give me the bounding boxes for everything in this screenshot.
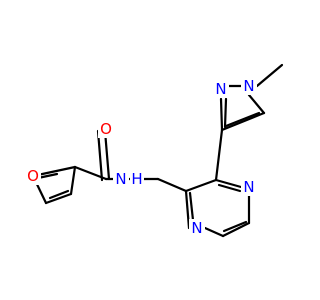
molecule-structure: O O N H N N N N: [25, 63, 284, 238]
furan-bond: [44, 192, 73, 205]
furan-bond: [48, 189, 70, 200]
pyrazole-bond: [224, 111, 261, 128]
furan-bond: [69, 165, 77, 196]
atom-h-amide: H: [130, 170, 144, 188]
pyrazine-bond: [221, 221, 251, 238]
link-bond: [214, 128, 224, 182]
atom-label-layer: O O N H N N N N: [25, 77, 257, 237]
atom-o-furan: O: [25, 167, 41, 185]
atom-label-h-amide: H: [131, 170, 142, 188]
atom-label-n-amide: N: [115, 170, 126, 188]
atom-label-o-carbonyl: O: [100, 120, 112, 138]
pyrazine-bond: [214, 178, 243, 189]
methyl-bond: [255, 63, 284, 88]
atom-label-n-pyrazole-2: N: [215, 80, 226, 98]
atom-label-n-pyrazine-a: N: [243, 178, 254, 196]
atom-o-carbonyl: O: [98, 120, 114, 138]
pyrazine-bond: [217, 183, 242, 193]
amide-bond: [156, 177, 188, 193]
atom-n-pyrazole-2: N: [213, 80, 229, 98]
amide-bond: [96, 129, 104, 182]
atom-label-n-pyrazole-1: N: [243, 77, 254, 95]
pyrazine-bond: [203, 226, 225, 238]
atom-n-pyrazine-b: N: [189, 219, 205, 237]
amide-bond: [103, 129, 111, 181]
pyrazine-bond: [184, 189, 191, 230]
pyrazole-bond: [247, 93, 266, 115]
furan-bond: [36, 172, 59, 180]
atom-label-n-pyrazine-b: N: [191, 219, 202, 237]
atom-n-pyrazine-a: N: [241, 178, 257, 196]
pyrazine-bond: [188, 191, 195, 222]
pyrazine-bond: [222, 220, 248, 233]
bond-layer: [31, 63, 284, 238]
pyrazole-bond: [223, 97, 228, 129]
pyrazole-bond: [219, 97, 224, 132]
pyrazine-bond: [184, 178, 218, 193]
pyrazole-bond: [220, 111, 266, 132]
atom-label-o-furan: O: [27, 167, 39, 185]
atom-n-amide: N: [113, 170, 129, 188]
atom-n-pyrazole-1: N: [241, 77, 257, 95]
